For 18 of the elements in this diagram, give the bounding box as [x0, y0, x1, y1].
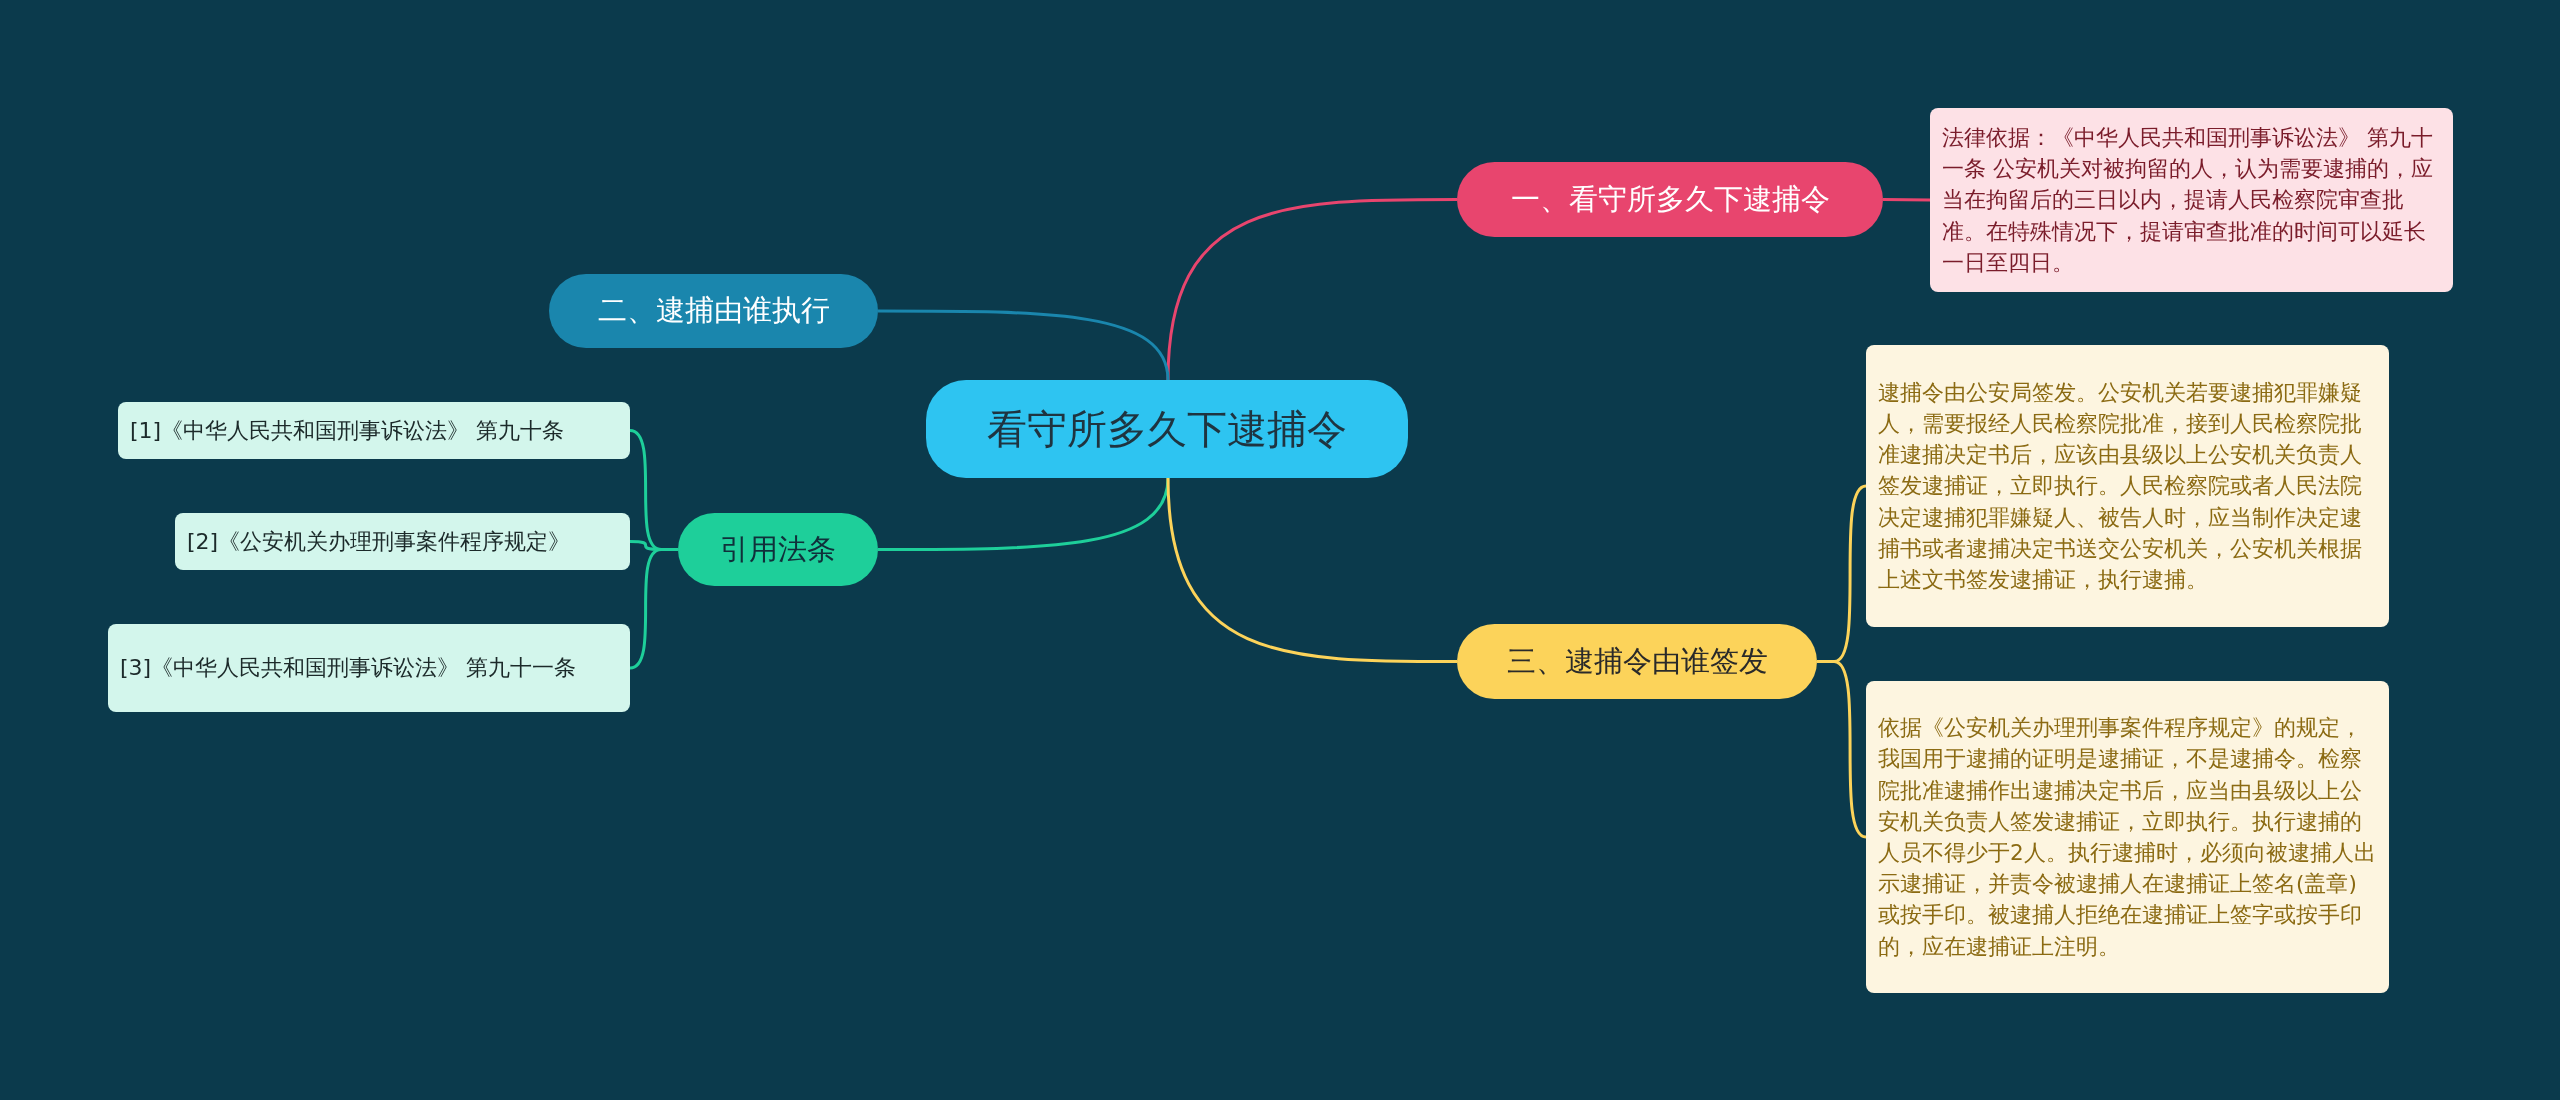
citation-card: [3]《中华人民共和国刑事诉讼法》 第九十一条	[108, 624, 630, 712]
central-topic-pill: 看守所多久下逮捕令	[926, 380, 1408, 478]
connector-line	[1817, 660, 1867, 839]
topic-pill: 三、逮捕令由谁签发	[1457, 624, 1817, 699]
citation-card: [1]《中华人民共和国刑事诉讼法》 第九十条	[118, 402, 630, 459]
topic-pill: 一、看守所多久下逮捕令	[1457, 162, 1883, 237]
connector-line	[1883, 198, 1930, 202]
connector-line	[1166, 477, 1457, 663]
text-card: 依据《公安机关办理刑事案件程序规定》的规定，我国用于逮捕的证明是逮捕证，不是逮捕令。检察院批准逮捕作出逮捕决定书后，应当由县级以上公安机关负责人签发逮捕证，立即执行。执行逮捕的人员不得少于2人。执行逮捕时，必须向被逮捕人出示逮捕证，并责令被逮捕人在逮捕证上签名(盖章)或按手印。被逮捕人拒绝在逮捕证上签字或按手印的，应在逮捕证上注明。	[1866, 681, 2389, 993]
connector-line	[878, 309, 1170, 381]
text-card: 法律依据：《中华人民共和国刑事诉讼法》 第九十一条 公安机关对被拘留的人，认为需要逮捕的，应当在拘留后的三日以内，提请人民检察院审查批准。在特殊情况下，提请审查批准的时间可以延长一日至四日。	[1930, 108, 2453, 292]
citation-card: [2]《公安机关办理刑事案件程序规定》	[175, 513, 630, 570]
topic-pill: 引用法条	[678, 513, 878, 586]
connector-line	[629, 548, 678, 670]
connector-line	[1166, 198, 1457, 381]
connector-line	[878, 477, 1170, 551]
topic-pill: 二、逮捕由谁执行	[549, 274, 878, 348]
text-card: 逮捕令由公安局签发。公安机关若要逮捕犯罪嫌疑人，需要报经人民检察院批准，接到人民检察院批准逮捕决定书后，应该由县级以上公安机关负责人签发逮捕证，立即执行。人民检察院或者人民法院决定逮捕犯罪嫌疑人、被告人时，应当制作决定逮捕书或者逮捕决定书送交公安机关，公安机关根据上述文书签发逮捕证，执行逮捕。	[1866, 345, 2389, 627]
